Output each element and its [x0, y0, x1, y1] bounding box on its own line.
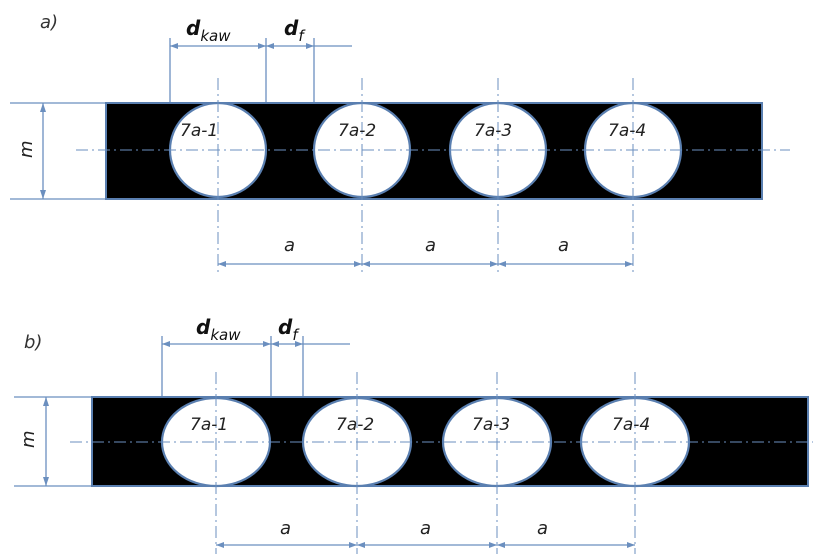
- dim-f-label-b: df: [278, 315, 300, 344]
- spacing-label-b-1: a: [280, 518, 291, 539]
- arrow-sp-b-3: [357, 542, 365, 548]
- panel-a-label: a): [40, 12, 58, 33]
- arrow-sp-a-6: [625, 261, 633, 267]
- spacing-label-b-3: a: [537, 518, 548, 539]
- arrow-a-3: [266, 43, 274, 49]
- arrow-height-bottom-a: [40, 190, 46, 199]
- arrow-height-bottom-b: [43, 477, 49, 486]
- arrow-a-4: [306, 43, 314, 49]
- dim-kaw-label-b: dkaw: [196, 315, 241, 344]
- hole-label-a-3: 7a-3: [474, 121, 512, 141]
- panel-b-label: b): [24, 332, 42, 353]
- arrow-b-4: [295, 341, 303, 347]
- hole-label-b-4: 7a-4: [612, 415, 650, 435]
- arrow-sp-b-5: [497, 542, 505, 548]
- arrow-b-1: [162, 341, 170, 347]
- arrow-sp-b-1: [216, 542, 224, 548]
- arrow-a-2: [258, 43, 266, 49]
- arrow-b-3: [271, 341, 279, 347]
- arrow-sp-a-1: [218, 261, 226, 267]
- spacing-label-a-2: a: [425, 235, 436, 256]
- arrow-height-top-b: [43, 397, 49, 406]
- height-label-a: m: [16, 140, 37, 158]
- dim-f-label-a: df: [284, 16, 306, 45]
- spacing-label-a-3: a: [558, 235, 569, 256]
- dim-kaw-main-a: d: [186, 16, 201, 40]
- hole-label-a-4: 7a-4: [608, 121, 646, 141]
- arrow-sp-b-4: [489, 542, 497, 548]
- dim-kaw-sub-b: kaw: [210, 326, 241, 344]
- dim-kaw-label-a: dkaw: [186, 16, 231, 45]
- spacing-label-a-1: a: [284, 235, 295, 256]
- arrow-b-2: [263, 341, 271, 347]
- arrow-sp-b-6: [627, 542, 635, 548]
- hole-label-b-3: 7a-3: [472, 415, 510, 435]
- height-label-b: m: [18, 430, 39, 448]
- arrow-sp-b-2: [349, 542, 357, 548]
- arrow-sp-a-5: [498, 261, 506, 267]
- arrow-height-top-a: [40, 103, 46, 112]
- hole-label-a-2: 7a-2: [338, 121, 376, 141]
- hole-label-a-1: 7a-1: [180, 121, 218, 141]
- dim-f-main-a: d: [284, 16, 299, 40]
- spacing-label-b-2: a: [420, 518, 431, 539]
- arrow-sp-a-3: [362, 261, 370, 267]
- dim-kaw-sub-a: kaw: [200, 27, 231, 45]
- panel-a: a) dkaw df m: [10, 12, 790, 275]
- dim-f-sub-a: f: [298, 27, 306, 45]
- panel-b: b) dkaw df m: [14, 315, 813, 554]
- dim-f-main-b: d: [278, 315, 293, 339]
- hole-label-b-2: 7a-2: [336, 415, 374, 435]
- dim-kaw-main-b: d: [196, 315, 211, 339]
- dim-f-sub-b: f: [292, 326, 300, 344]
- arrow-sp-a-4: [490, 261, 498, 267]
- arrow-sp-a-2: [354, 261, 362, 267]
- hole-label-b-1: 7a-1: [190, 415, 228, 435]
- arrow-a-1: [170, 43, 178, 49]
